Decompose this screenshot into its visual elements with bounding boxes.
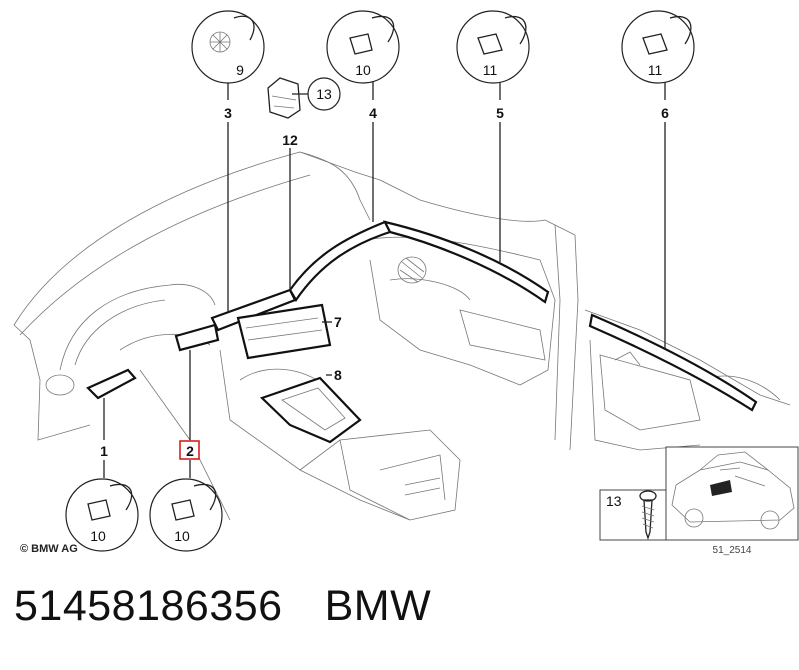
detail-circle-10-top[interactable]: 10: [326, 10, 400, 84]
trim-part-5[interactable]: [382, 220, 550, 304]
callout-8[interactable]: 8: [334, 367, 342, 383]
detail-number-10-left: 10: [90, 528, 106, 544]
detail-number-10-right: 10: [174, 528, 190, 544]
detail-circle-10-right[interactable]: 10: [149, 478, 223, 552]
trim-strips: [86, 220, 758, 444]
detail-number-13: 13: [606, 493, 622, 509]
callout-5[interactable]: 5: [496, 105, 504, 121]
callout-2[interactable]: 2: [186, 443, 194, 459]
car-thumbnail: [665, 446, 799, 541]
dashboard-drawing: [13, 151, 791, 521]
callout-3[interactable]: 3: [224, 105, 232, 121]
leader-lines: [103, 80, 666, 478]
detail-circle-10-left[interactable]: 10: [65, 478, 139, 552]
highlight-region: [710, 480, 732, 496]
callout-labels: 1 2 3 4 5 6 7 8 12: [100, 105, 669, 460]
detail-circle-11-right[interactable]: 11: [621, 10, 695, 84]
detail-number-11-right: 11: [648, 62, 663, 78]
detail-circle-9[interactable]: 9: [191, 10, 265, 84]
trim-part-7[interactable]: [236, 303, 332, 360]
copyright-text: © BMW AG: [20, 543, 78, 555]
callout-7[interactable]: 7: [334, 314, 342, 330]
highlight-box: [179, 440, 200, 460]
detail-number-10-top: 10: [355, 62, 371, 78]
trim-part-2[interactable]: [174, 323, 220, 352]
trim-part-1[interactable]: [86, 368, 137, 400]
part-number: 51458186356: [14, 582, 283, 630]
detail-number-9: 9: [236, 62, 244, 78]
callout-1[interactable]: 1: [100, 443, 108, 459]
parts-diagram: 1 2 3 4 5 6 7 8 12 13 9 10 11: [13, 10, 799, 556]
screw-detail-box[interactable]: 13: [599, 489, 667, 541]
callout-12[interactable]: 12: [282, 132, 298, 148]
diagram-code: 51_2514: [713, 545, 752, 556]
trim-part-8[interactable]: [259, 376, 362, 444]
callout-13[interactable]: 13: [316, 86, 332, 102]
part-number-line: 51458186356 BMW: [14, 582, 431, 631]
callout-6[interactable]: 6: [661, 105, 669, 121]
brand-name: BMW: [324, 582, 432, 630]
clip-part-12[interactable]: 13: [267, 77, 341, 119]
detail-circle-11-left[interactable]: 11: [456, 10, 530, 84]
detail-number-11-left: 11: [483, 62, 498, 78]
callout-4[interactable]: 4: [369, 105, 377, 121]
trim-part-6[interactable]: [588, 313, 758, 412]
